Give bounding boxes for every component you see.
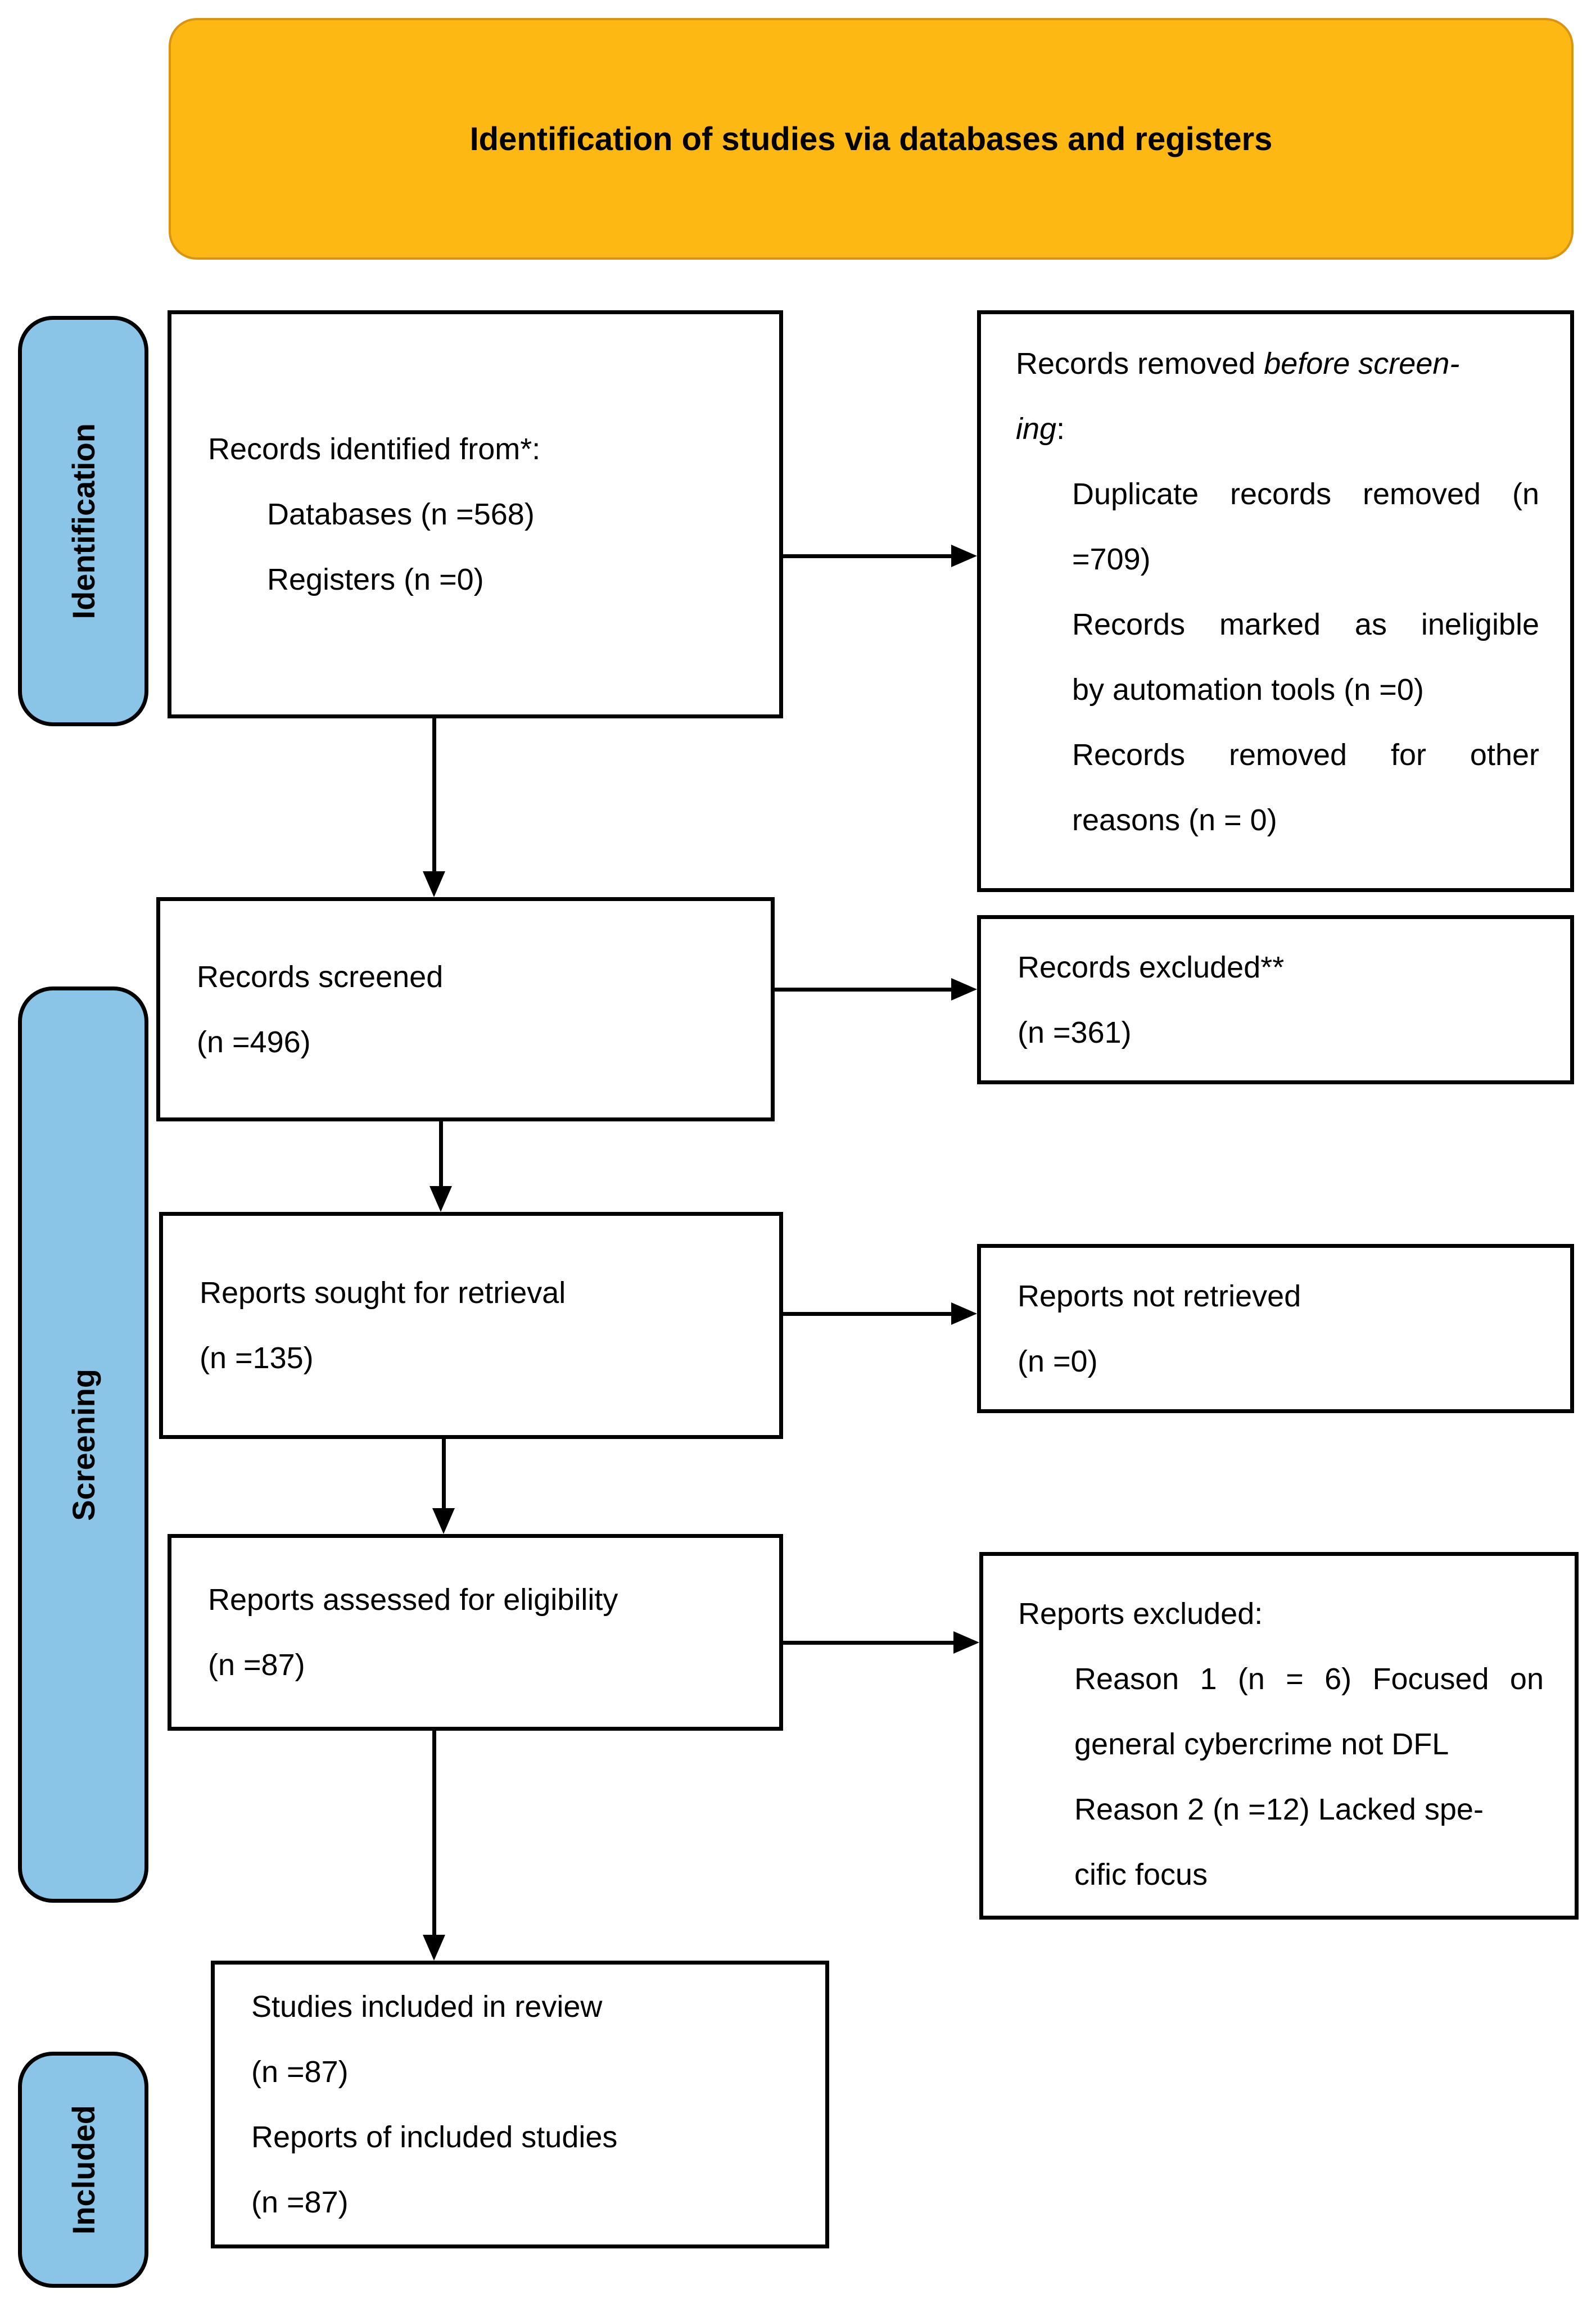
text-line: Databases (n =568) — [267, 497, 535, 531]
text-line: ing: — [1016, 412, 1065, 446]
box-reports-not-retrieved: Reports not retrieved (n =0) — [977, 1244, 1574, 1413]
text-line: Records identified from*: — [208, 432, 541, 466]
page-title: Identification of studies via databases … — [469, 120, 1273, 157]
box-records-screened: Records screened (n =496) — [156, 897, 775, 1121]
arrowhead-down-icon — [429, 1186, 452, 1212]
text-line: Records screened — [197, 960, 444, 994]
text-line: (n =135) — [200, 1341, 314, 1375]
arrowhead-right-icon — [953, 1631, 979, 1654]
box-records-identified: Records identified from*: Databases (n =… — [168, 310, 783, 718]
text-line: Records marked as ineligible — [1072, 608, 1539, 641]
box-records-removed: Records removed before screen- ing: Dupl… — [977, 310, 1574, 892]
text-line: general cybercrime not DFL — [1074, 1727, 1449, 1761]
arrow-screened-to-excluded — [775, 978, 977, 1001]
text-line: reasons (n = 0) — [1072, 803, 1277, 837]
text-line: Reason 1 (n = 6) Focused on — [1074, 1662, 1544, 1696]
box-reports-sought: Reports sought for retrieval (n =135) — [159, 1212, 783, 1439]
text-line: (n =361) — [1018, 1015, 1132, 1049]
box-records-excluded: Records excluded** (n =361) — [977, 915, 1574, 1084]
arrow-sought-to-assessed — [432, 1439, 455, 1534]
text-line: Registers (n =0) — [267, 563, 484, 596]
text-line: (n =0) — [1018, 1344, 1098, 1378]
stage-label-included: Included — [18, 2052, 148, 2288]
text-line: by automation tools (n =0) — [1072, 673, 1424, 707]
text-line: Reports excluded: — [1018, 1597, 1263, 1631]
arrowhead-down-icon — [432, 1508, 455, 1534]
text-line: cific focus — [1074, 1858, 1208, 1891]
arrow-identified-to-screened — [423, 718, 445, 897]
arrow-assessed-to-excluded — [783, 1631, 979, 1654]
text-line: (n =87) — [251, 2185, 349, 2219]
text-line: (n =87) — [208, 1648, 305, 1682]
text-line: Records removed before screen- — [1016, 347, 1460, 381]
text-line: Reports not retrieved — [1018, 1279, 1301, 1313]
text-line: (n =496) — [197, 1025, 311, 1059]
title-banner: Identification of studies via databases … — [169, 18, 1574, 260]
text-line: Reports of included studies — [251, 2120, 618, 2154]
arrowhead-right-icon — [951, 545, 977, 567]
text-line: Reports assessed for eligibility — [208, 1583, 618, 1617]
arrow-screened-to-sought — [429, 1121, 452, 1212]
stage-label-screening: Screening — [18, 986, 148, 1903]
box-studies-included: Studies included in review (n =87) Repor… — [211, 1961, 829, 2248]
text-line: Records excluded** — [1018, 950, 1285, 984]
stage-label-identification: Identification — [18, 316, 148, 726]
arrowhead-right-icon — [951, 978, 977, 1001]
text-line: Duplicate records removed (n — [1072, 477, 1539, 511]
text-line: =709) — [1072, 542, 1151, 576]
text-line: Reports sought for retrieval — [200, 1276, 566, 1310]
box-reports-excluded: Reports excluded: Reason 1 (n = 6) Focus… — [979, 1552, 1579, 1920]
arrow-sought-to-not-retrieved — [783, 1302, 977, 1325]
text-line: Records removed for other — [1072, 738, 1539, 772]
arrow-identified-to-removed — [783, 545, 977, 567]
text-line: Reason 2 (n =12) Lacked spe- — [1074, 1793, 1484, 1826]
arrow-assessed-to-included — [423, 1731, 445, 1961]
text-line: Studies included in review — [251, 1990, 603, 2024]
box-reports-assessed: Reports assessed for eligibility (n =87) — [168, 1534, 783, 1731]
arrowhead-down-icon — [423, 871, 445, 897]
text-line: (n =87) — [251, 2055, 349, 2089]
arrowhead-right-icon — [951, 1302, 977, 1325]
arrowhead-down-icon — [423, 1935, 445, 1961]
